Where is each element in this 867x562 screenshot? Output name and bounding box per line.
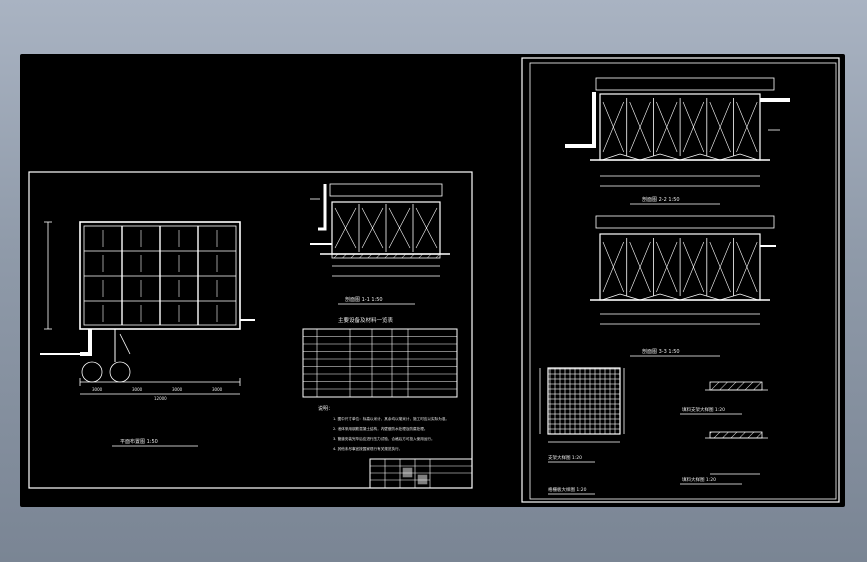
plan-dimensions: 3000 3000 3000 3000 12000 [92,387,223,401]
grid-plate-detail [539,367,625,443]
dim-label: 12000 [154,396,167,401]
plan-view-title: 平面布置图 1:50 [120,438,158,445]
design-notes: 说明： 1. 图中尺寸单位：标高以米计，其余均以毫米计，施工时应以实际为准。 2… [318,405,449,451]
dim-label: 3000 [132,387,143,392]
left-sheet-border [28,171,473,489]
support-detail-title: 支架大样图 1:20 [548,454,582,461]
section-1-1 [310,183,450,277]
packing-support-title: 填料支架大样图 1:20 [682,406,725,413]
title-block [369,458,473,489]
drawing-canvas: 3000 3000 3000 3000 12000 平面布置图 1:50 剖面图… [28,57,840,503]
dim-label: 3000 [212,387,223,392]
right-sheet-outer-border [521,57,840,503]
right-sheet-inner-border [529,62,837,500]
note-line: 1. 图中尺寸单位：标高以米计，其余均以毫米计，施工时应以实际为准。 [333,416,449,421]
grid-detail-title: 格栅板大样图 1:20 [548,486,587,493]
note-line: 3. 管道安装完毕后应进行压力试验，合格后方可投入使用运行。 [333,436,435,441]
dim-label: 3000 [92,387,103,392]
section-2-2-title: 剖面图 2-2 1:50 [642,196,680,203]
packing-detail-title: 填料大样图 1:20 [682,476,716,483]
dim-label: 3000 [172,387,183,392]
note-line: 2. 池体采用钢筋混凝土结构，内壁做防水处理及防腐处理。 [333,426,427,431]
section-3-3 [590,215,776,325]
plan-view [40,221,255,395]
equipment-table [302,328,458,398]
section-3-3-title: 剖面图 3-3 1:50 [642,348,680,355]
note-line: 4. 其他未尽事宜按国家现行有关规范执行。 [333,446,402,451]
section-1-1-title: 剖面图 1-1 1:50 [345,296,383,303]
section-2-2 [565,77,790,187]
right-sheet: 剖面图 2-2 1:50 剖面图 3-3 1:50 格栅板大样图 1:20 支架… [521,57,840,503]
notes-heading: 说明： [318,405,333,412]
cad-viewport[interactable]: 3000 3000 3000 3000 12000 平面布置图 1:50 剖面图… [20,54,845,507]
left-sheet: 3000 3000 3000 3000 12000 平面布置图 1:50 剖面图… [28,171,473,489]
packing-support-detail [705,381,768,475]
equipment-table-title: 主要设备及材料一览表 [338,316,394,324]
